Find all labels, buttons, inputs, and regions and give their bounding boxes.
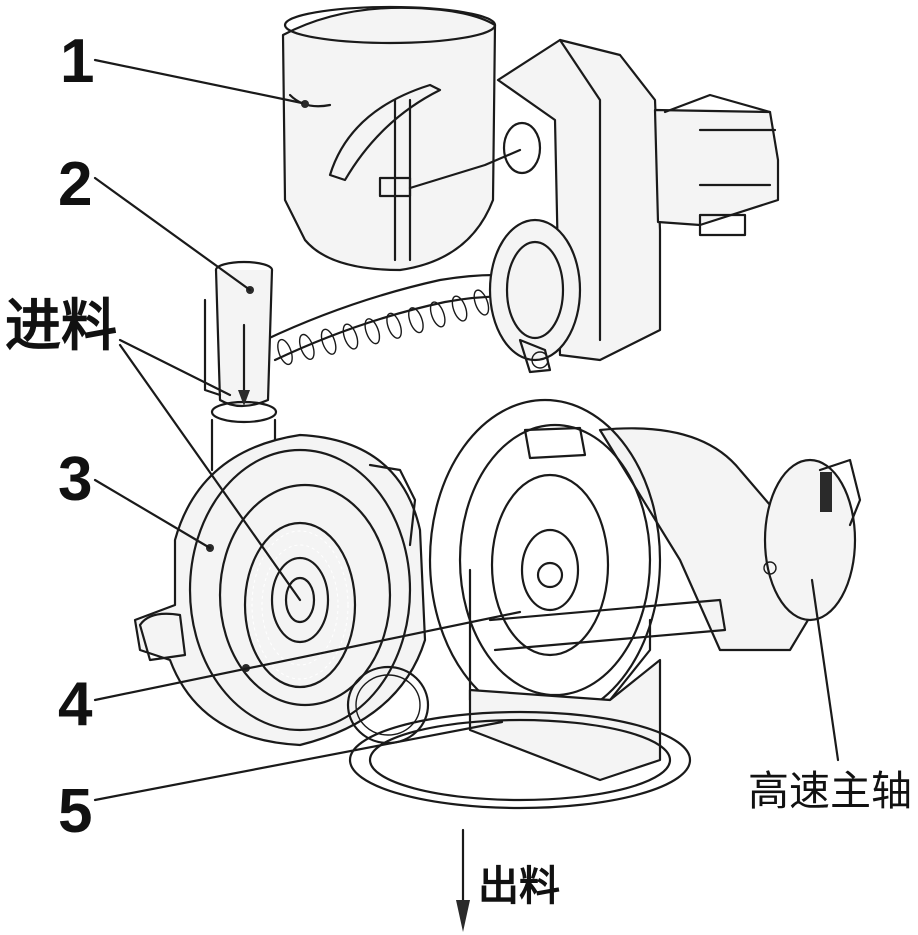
label-spindle: 高速主轴	[748, 767, 912, 815]
screw-feeder	[263, 218, 582, 374]
label-3: 3	[58, 445, 92, 514]
inlet-pipe	[203, 260, 278, 472]
right-grinding-head	[428, 398, 862, 726]
screw-flight	[408, 307, 424, 334]
label-4: 4	[58, 670, 93, 739]
screw-flight	[451, 295, 468, 322]
screw-flight	[364, 318, 381, 345]
leader-line-2	[93, 176, 252, 292]
hopper	[281, 5, 542, 272]
label-2: 2	[58, 150, 92, 219]
outlet-arrow	[456, 828, 470, 932]
screw-flight	[429, 301, 446, 328]
leader-lines	[93, 58, 840, 802]
leader-line-4	[93, 610, 522, 702]
screw-flight	[298, 333, 315, 360]
label-5: 5	[58, 777, 92, 846]
screw-flight	[386, 312, 402, 339]
screw-flight	[342, 323, 359, 350]
label-outlet: 出料	[478, 862, 560, 910]
screw-flight	[473, 289, 490, 316]
label-inlet: 进料	[5, 294, 117, 359]
left-housing	[133, 433, 427, 747]
screw-flight	[277, 338, 293, 366]
screw-flight	[320, 328, 337, 355]
leader-line-inlet-b	[118, 343, 302, 602]
leader-line-5	[93, 720, 504, 802]
leader-line-inlet-a	[118, 338, 232, 397]
drive-motor-block	[496, 38, 780, 362]
leader-line-1	[93, 58, 304, 105]
leader-line-spindle	[810, 578, 840, 762]
leader-line-3	[93, 478, 212, 550]
label-1: 1	[60, 27, 94, 96]
